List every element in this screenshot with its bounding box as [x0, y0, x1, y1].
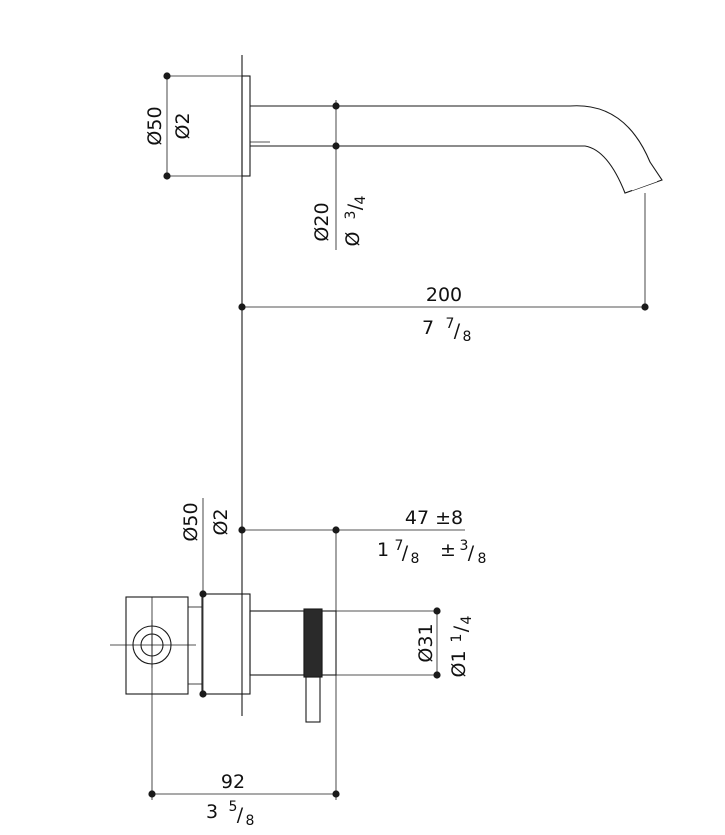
- mixer-projection-dimension: 47 ±8 1 7 / 8 ± 3 / 8: [238, 507, 486, 800]
- dim-dot: [199, 690, 207, 698]
- spout-projection-mm-label: 200: [426, 284, 462, 306]
- mixer-backplate: [125, 596, 189, 695]
- mixer-depth-in-slash: /: [237, 804, 244, 826]
- dim-dot: [199, 590, 207, 598]
- spout-tube-dimension: Ø20 Ø 3 / 4: [311, 100, 369, 250]
- dim-dot: [433, 607, 441, 615]
- dim-dot: [238, 303, 246, 311]
- mixer-body: [249, 610, 305, 676]
- mixer-handle-knurled: [303, 608, 323, 678]
- spout-projection-in-whole: 7: [422, 317, 434, 339]
- mixer-projection-in-tolerance: ±: [440, 539, 456, 561]
- dim-dot: [163, 172, 171, 180]
- mixer-depth-dimension: 92 3 5 / 8: [148, 597, 340, 829]
- spout-flange-dimension: Ø50 Ø2: [144, 72, 250, 180]
- spout-tube-dia-mm-label: Ø20: [311, 202, 333, 241]
- handle-dia-mm-label: Ø31: [415, 623, 437, 662]
- spout-tube-dia-in-symbol: Ø: [342, 232, 364, 247]
- mixer-depth-mm-label: 92: [221, 771, 245, 793]
- mixer-flange-dia-in-label: Ø2: [210, 508, 232, 535]
- spout-projection-in-slash: /: [454, 320, 461, 342]
- spout-projection-in-numerator: 7: [446, 316, 455, 332]
- mixer-projection-in-tol-numerator: 3: [460, 538, 469, 554]
- mixer-projection-in-numerator: 7: [395, 538, 404, 554]
- mixer-flange-dimension: Ø50 Ø2: [180, 498, 232, 698]
- dim-dot: [332, 790, 340, 798]
- spout-projection-dimension: 200 7 7 / 8: [238, 193, 649, 345]
- mixer-projection-in-denominator: 8: [411, 551, 420, 567]
- spout-tube-dia-in-slash: /: [344, 203, 366, 210]
- dim-dot: [163, 72, 171, 80]
- handle-dia-in-denominator: 4: [459, 615, 475, 624]
- dim-dot: [332, 142, 340, 150]
- mixer-handle-collar: [321, 610, 337, 676]
- dim-dot: [332, 526, 340, 534]
- spout-tube-dia-in-denominator: 4: [353, 195, 369, 204]
- dim-dot: [433, 671, 441, 679]
- spout-wall-flange: [241, 75, 251, 177]
- spout: [241, 75, 663, 194]
- spout-tube: [250, 105, 663, 194]
- dim-dot: [238, 526, 246, 534]
- dim-dot: [148, 790, 156, 798]
- spout-flange-dia-in-label: Ø2: [172, 112, 194, 139]
- mixer-projection-in-tol-slash: /: [468, 542, 475, 564]
- dim-dot: [641, 303, 649, 311]
- mixer-flange-dia-mm-label: Ø50: [180, 502, 202, 541]
- handle-diameter-dimension: Ø31 Ø1 1 / 4: [322, 607, 475, 679]
- spout-flange-dia-mm-label: Ø50: [144, 106, 166, 145]
- spout-projection-in-denominator: 8: [463, 329, 472, 345]
- spout-aerator-hatch: [629, 177, 660, 191]
- mixer-projection-in-slash: /: [402, 542, 409, 564]
- mixer-depth-in-whole: 3: [206, 801, 218, 823]
- mixer: [110, 593, 337, 723]
- handle-dia-in-whole: Ø1: [448, 650, 470, 677]
- dim-dot: [332, 102, 340, 110]
- handle-dia-in-slash: /: [450, 625, 472, 632]
- mixer-lever: [305, 676, 321, 723]
- mixer-projection-in-tol-denominator: 8: [478, 551, 487, 567]
- mixer-projection-in-whole: 1: [377, 539, 389, 561]
- mixer-cartridge-body: [187, 606, 203, 685]
- mixer-wall-flange: [201, 593, 251, 695]
- handle-dia-in-numerator: 1: [449, 634, 465, 643]
- spout-tube-dia-in-numerator: 3: [343, 211, 359, 220]
- mixer-depth-in-denominator: 8: [246, 813, 255, 829]
- mixer-depth-in-numerator: 5: [229, 799, 238, 815]
- mixer-projection-mm-label: 47 ±8: [405, 507, 463, 529]
